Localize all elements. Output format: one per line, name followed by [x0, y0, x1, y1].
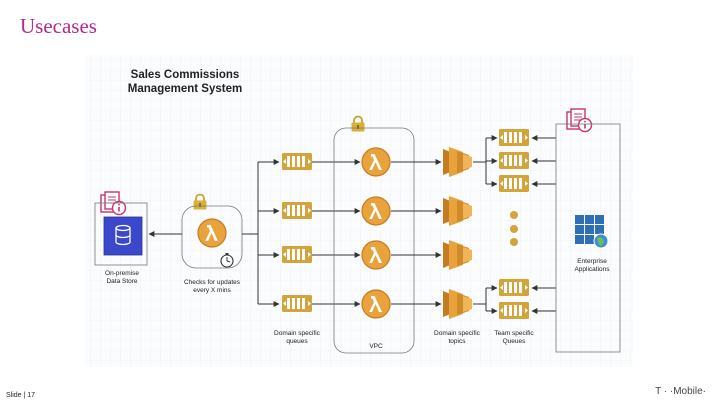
- enterprise-label-1: Enterprise: [577, 258, 607, 265]
- lambda-icon: [361, 196, 391, 226]
- on-premise-data-store: On-premise Data Store: [94, 191, 148, 285]
- enterprise-apps-icon: [575, 215, 609, 249]
- datastore-label-2: Data Store: [106, 278, 137, 285]
- slide-number: Slide | 17: [6, 392, 36, 399]
- timer-icon: [220, 253, 234, 268]
- queue-icon: [282, 295, 312, 312]
- queue-icon: [282, 153, 312, 170]
- queue-icon: [499, 279, 529, 296]
- poller-lambda: λ Checks for updates every X mins: [181, 193, 243, 294]
- lambda-icon: [197, 218, 227, 248]
- vpc-label: VPC: [369, 343, 383, 350]
- lambda-icon: [361, 289, 391, 319]
- team-queues: Team specific Queues: [494, 129, 534, 345]
- queue-icon: [499, 152, 529, 169]
- lambda-icon: [361, 240, 391, 270]
- team-queues-label-2: Queues: [503, 338, 527, 345]
- lambda-icon: [361, 147, 391, 177]
- domain-queues: Domain specific queues: [274, 153, 321, 345]
- database-icon: [103, 216, 143, 256]
- diagram-title-line2: Management System: [128, 83, 242, 95]
- queue-icon: [282, 246, 312, 263]
- poller-label-1: Checks for updates: [184, 279, 241, 286]
- queues-label-1: Domain specific: [274, 330, 321, 337]
- poller-label-2: every X mins: [193, 287, 231, 294]
- enterprise-applications: Enterprise Applications: [555, 108, 621, 353]
- queue-icon: [499, 175, 529, 192]
- topics-label-2: topics: [449, 338, 467, 345]
- queues-label-2: queues: [286, 338, 308, 345]
- queue-icon: [282, 202, 312, 219]
- slide-title: Usecases: [20, 14, 97, 38]
- queue-icon: [499, 129, 529, 146]
- more-dots: [510, 211, 518, 246]
- brand-logo: T · ·Mobile·: [655, 386, 706, 397]
- team-queues-label-1: Team specific: [494, 330, 534, 337]
- enterprise-label-2: Applications: [574, 266, 610, 273]
- vpc-group: VPC: [333, 115, 415, 354]
- datastore-label-1: On-premise: [105, 270, 139, 277]
- queue-icon: [499, 302, 529, 319]
- topics-label-1: Domain specific: [434, 330, 481, 337]
- domain-topics: Domain specific topics: [434, 147, 481, 345]
- diagram-title-line1: Sales Commissions: [131, 69, 240, 81]
